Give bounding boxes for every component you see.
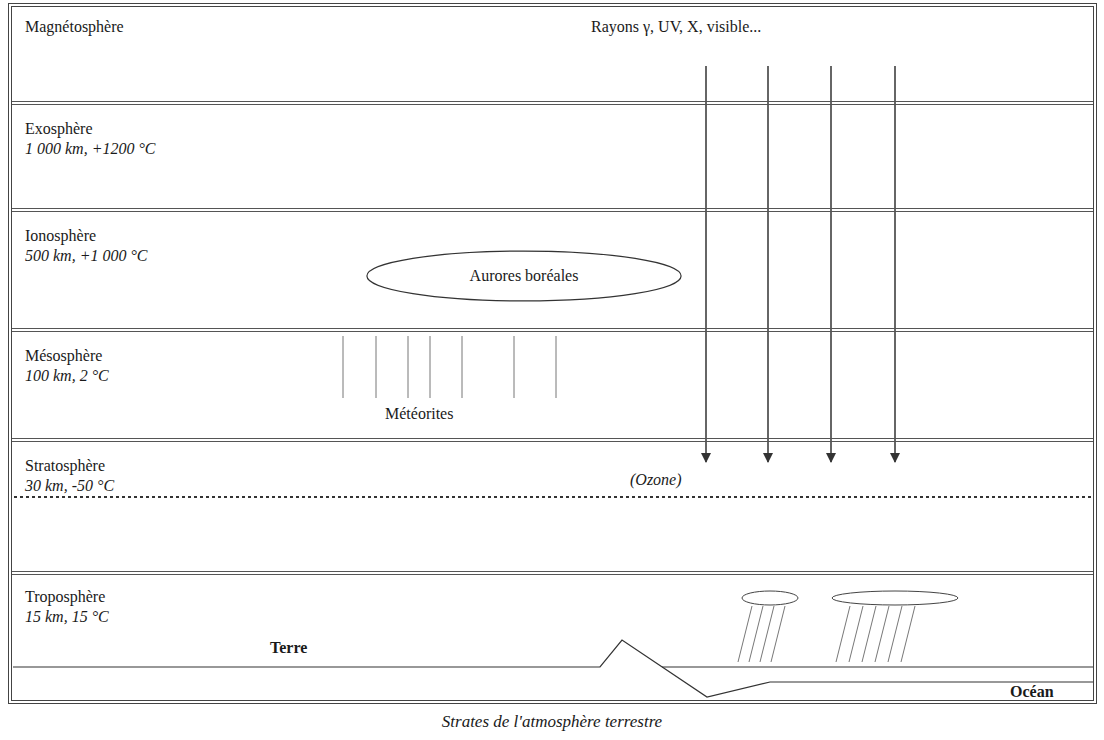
meteorite-trails <box>343 336 556 398</box>
layer-name: Exosphère <box>12 119 1093 139</box>
layer-altitude-temperature: 30 km, -50 °C <box>12 476 1093 496</box>
radiation-arrows <box>706 66 895 462</box>
layer-name: Stratosphère <box>12 456 1093 476</box>
rain-hatching <box>738 606 915 662</box>
outer-frame <box>8 3 1097 704</box>
ground-profile <box>13 640 1093 697</box>
diagram-label: Océan <box>1010 682 1054 702</box>
layer-name: Ionosphère <box>12 226 1093 246</box>
layer-altitude-temperature: 15 km, 15 °C <box>12 607 1093 627</box>
layer-altitude-temperature: 1 000 km, +1200 °C <box>12 139 1093 159</box>
atmosphere-layer: Exosphère1 000 km, +1200 °C <box>12 105 1093 212</box>
atmosphere-layer: Ionosphère500 km, +1 000 °CAurores boréa… <box>12 212 1093 332</box>
layer-name: Troposphère <box>12 587 1093 607</box>
layer-name: Magnétosphère <box>12 17 1093 37</box>
diagram-label: Terre <box>270 638 307 658</box>
diagram-label: Rayons γ, UV, X, visible... <box>591 17 761 37</box>
clouds <box>742 591 958 605</box>
atmosphere-layer: Mésosphère100 km, 2 °C <box>12 332 1093 442</box>
atmosphere-layer: Magnétosphère <box>12 7 1093 105</box>
figure-caption: Strates de l'atmosphère terrestre <box>0 711 1104 733</box>
ellipse-label: Aurores boréales <box>470 266 579 286</box>
layer-name: Mésosphère <box>12 346 1093 366</box>
diagram-label: Météorites <box>385 404 453 424</box>
atmosphere-layer: Troposphère15 km, 15 °C <box>12 575 1093 699</box>
atmosphere-layer: Stratosphère30 km, -50 °C <box>12 442 1093 575</box>
diagram-label: (Ozone) <box>630 470 682 490</box>
ozone-layer-line <box>14 496 1092 498</box>
aurora-ellipse: Aurores boréales <box>365 250 683 302</box>
layer-altitude-temperature: 100 km, 2 °C <box>12 366 1093 386</box>
